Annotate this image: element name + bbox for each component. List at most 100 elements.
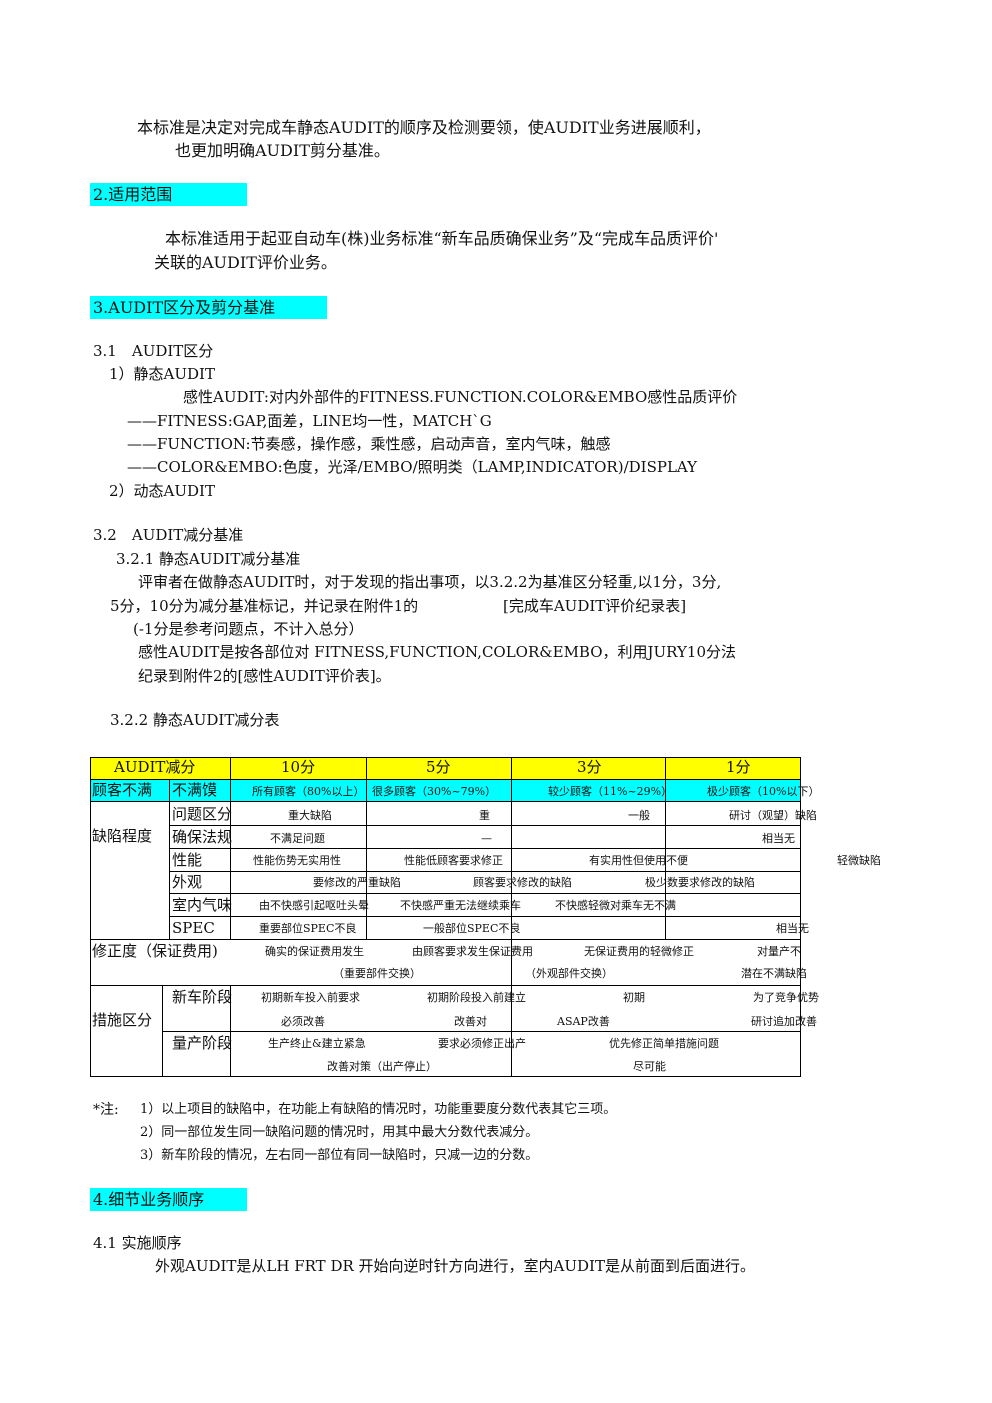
section-3-heading: 3.AUDIT区分及剪分基准 — [90, 296, 327, 319]
table-header-row — [90, 757, 801, 779]
function-line: ——FUNCTION:节奏感，操作感，乘性感，启动声音，室内气味，触感 — [127, 435, 611, 453]
section-2-line-1: 本标准适用于起亚自动车(株)业务标准“新车品质确保业务”及“完成车品质评价' — [165, 229, 719, 248]
defect-sub-law: 确保法规 — [172, 828, 233, 846]
subsection-3-2-2: 3.2.2 静态AUDIT减分表 — [110, 711, 280, 729]
rule — [90, 801, 801, 802]
rule — [169, 871, 801, 872]
defect-smell-3: 不快感轻微对乘车无不满 — [555, 899, 676, 912]
intro-line-2: 也更加明确AUDIT剪分基准。 — [175, 141, 390, 160]
defect-sub-spec: SPEC — [172, 919, 215, 937]
measure-sub-mass: 量产阶段 — [172, 1034, 233, 1052]
fitness-line: ——FITNESS:GAP,面差，LINE均一性，MATCH`G — [127, 412, 492, 430]
defect-spec-1: 相当无 — [776, 922, 809, 935]
para-line-5: 纪录到附件2的[感性AUDIT评价表]。 — [138, 667, 391, 685]
defect-law-5: — — [481, 832, 492, 845]
para-line-2a: 5分，10分为减分基准标记，并记录在附件1的 — [110, 597, 419, 615]
rule — [366, 757, 367, 939]
cust-1: 极少顾客（10%以下） — [707, 785, 820, 798]
cust-label-2: 不满馍 — [172, 781, 218, 799]
mass-10b: 改善对策（出产停止） — [327, 1060, 437, 1073]
cust-label-1: 顾客不满 — [92, 781, 153, 799]
rule — [230, 985, 231, 1077]
section-4-para: 外观AUDIT是从LH FRT DR 开始向逆时针方向进行，室内AUDIT是从前… — [155, 1257, 755, 1275]
note-1: 1）以上项目的缺陷中，在功能上有缺陷的情况时，功能重要度分数代表其它三项。 — [140, 1102, 617, 1117]
subsection-3-2-1: 3.2.1 静态AUDIT减分基准 — [116, 550, 301, 568]
defect-issue-10: 重大缺陷 — [288, 809, 332, 822]
subsection-3-1: 3.1 AUDIT区分 — [93, 342, 214, 360]
customer-row — [90, 779, 801, 801]
repair-10b: （重要部件交换） — [333, 967, 421, 980]
repair-1a: 对量产不 — [757, 945, 801, 958]
header-3: 3分 — [577, 758, 602, 776]
subsection-3-2: 3.2 AUDIT减分基准 — [93, 526, 244, 544]
defect-smell-10: 由不快感引起呕吐头晕 — [259, 899, 369, 912]
para-line-1: 评审者在做静态AUDIT时，对于发现的指出事项，以3.2.2为基准区分轻重,以1… — [138, 573, 722, 591]
defect-law-1: 相当无 — [762, 832, 795, 845]
cust-5: 很多顾客（30%~79%） — [372, 785, 497, 798]
section-2-line-2: 关联的AUDIT评价业务。 — [154, 253, 337, 272]
mass-10a: 生产终止&建立紧急 — [268, 1037, 366, 1050]
para-line-3: (-1分是参考问题点，不计入总分） — [133, 620, 364, 638]
rule — [511, 757, 512, 1077]
subsection-4-1: 4.1 实施顺序 — [93, 1234, 182, 1252]
newcar-5a: 初期阶段投入前建立 — [427, 991, 526, 1004]
defect-label: 缺陷程度 — [92, 827, 153, 845]
rule — [169, 779, 170, 939]
rule — [230, 757, 231, 801]
rule — [162, 1031, 801, 1032]
cust-3: 较少顾客（11%~29%） — [548, 785, 673, 798]
rule — [162, 985, 163, 1077]
intro-line-1: 本标准是决定对完成车静态AUDIT的顺序及检测要领，使AUDIT业务进展顺利， — [137, 118, 711, 137]
defect-sub-appearance: 外观 — [172, 873, 203, 891]
header-1: 1分 — [726, 758, 751, 776]
sense-audit-line: 感性AUDIT:对内外部件的FITNESS.FUNCTION.COLOR&EMB… — [183, 388, 738, 406]
defect-issue-5: 重 — [479, 809, 490, 822]
newcar-1b: 研讨追加改善 — [751, 1015, 817, 1028]
newcar-10a: 初期新车投入前要求 — [261, 991, 360, 1004]
defect-spec-5: 一般部位SPEC不良 — [423, 922, 521, 935]
static-audit-label: 1）静态AUDIT — [109, 365, 215, 383]
rule — [90, 779, 801, 780]
rule — [169, 893, 801, 894]
repair-label: 修正度（保证费用) — [92, 942, 218, 960]
rule — [90, 985, 801, 986]
defect-law-10: 不满足问题 — [270, 832, 325, 845]
dynamic-audit-label: 2）动态AUDIT — [109, 482, 215, 500]
repair-5b: （外观部件交换） — [525, 967, 613, 980]
defect-app-3: 极少数要求修改的缺陷 — [645, 876, 755, 889]
rule — [800, 939, 801, 1077]
rule — [665, 757, 666, 939]
defect-sub-performance: 性能 — [172, 851, 203, 869]
defect-issue-1: 研讨（观望）缺陷 — [729, 809, 817, 822]
cust-10: 所有顾客（80%以上） — [252, 785, 365, 798]
audit-deduction-table: AUDIT减分 10分 5分 3分 1分 顾客不满 不满馍 所有顾客（80%以上… — [90, 757, 881, 1077]
rule — [230, 801, 231, 939]
defect-perf-5: 性能低顾客要求修正 — [404, 854, 503, 867]
defect-sub-smell: 室内气味 — [172, 896, 233, 914]
defect-smell-5: 不快感严重无法继续乘车 — [400, 899, 521, 912]
newcar-5b: 改善对 — [454, 1015, 487, 1028]
repair-1b: 潜在不满缺陷 — [741, 967, 807, 980]
newcar-3a: 初期 — [623, 991, 645, 1004]
rule — [169, 916, 801, 917]
repair-3a: 无保证费用的轻微修正 — [584, 945, 694, 958]
defect-spec-10: 重要部位SPEC不良 — [259, 922, 357, 935]
para-line-4: 感性AUDIT是按各部位对 FITNESS,FUNCTION,COLOR&EMB… — [138, 643, 737, 661]
defect-app-5: 顾客要求修改的缺陷 — [473, 876, 572, 889]
newcar-1a: 为了竞争优势 — [753, 991, 819, 1004]
header-10: 10分 — [281, 758, 316, 776]
repair-5a: 由顾客要求发生保证费用 — [412, 945, 533, 958]
defect-perf-1: 轻微缺陷 — [837, 854, 881, 867]
defect-perf-3: 有实用性但使用不便 — [589, 854, 688, 867]
para-line-2b: [完成车AUDIT评价纪录表] — [503, 597, 687, 615]
table-border — [90, 757, 801, 1077]
measure-sub-newcar: 新车阶段 — [172, 988, 233, 1006]
rule — [90, 939, 801, 940]
repair-10a: 确实的保证费用发生 — [265, 945, 364, 958]
measure-label: 措施区分 — [92, 1011, 153, 1029]
newcar-3b: ASAP改善 — [557, 1015, 610, 1028]
newcar-10b: 必须改善 — [281, 1015, 325, 1028]
mass-3b: 尽可能 — [633, 1060, 666, 1073]
header-5: 5分 — [426, 758, 451, 776]
note-2: 2）同一部位发生同一缺陷问题的情况时，用其中最大分数代表减分。 — [140, 1125, 539, 1140]
